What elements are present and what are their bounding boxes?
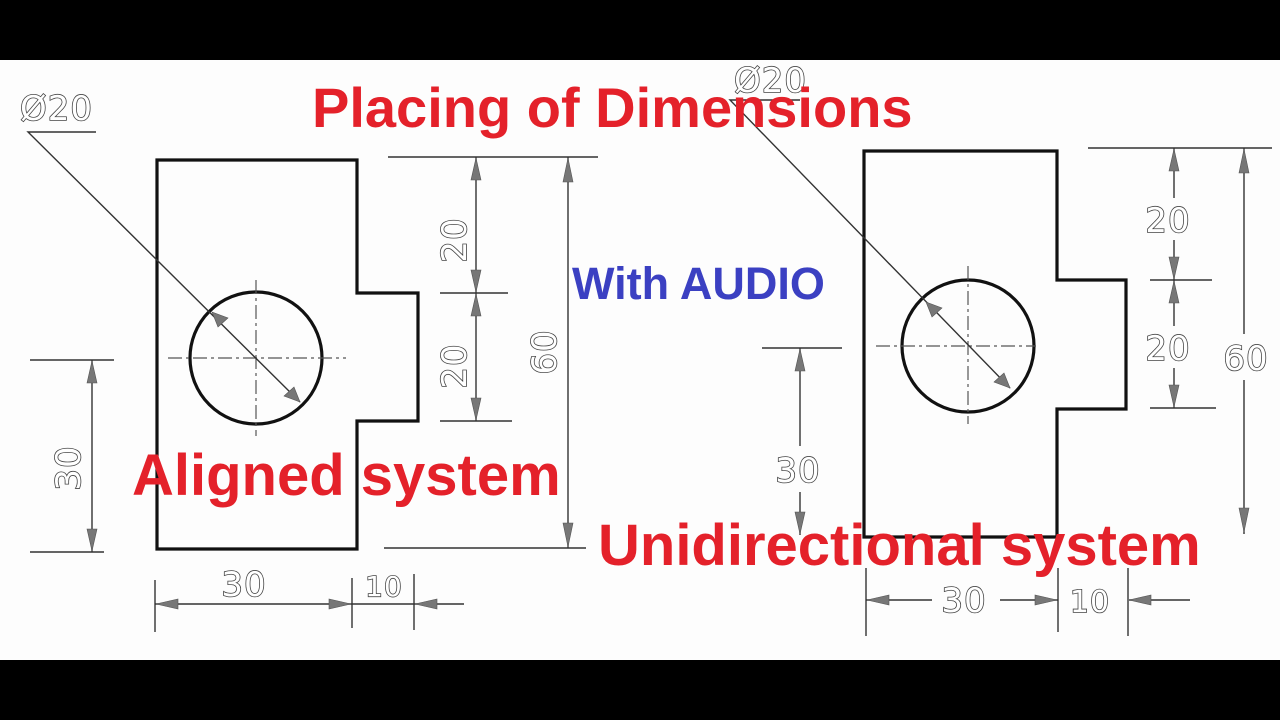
aligned-dim-bottom-10: 10 [365, 570, 403, 603]
unidirectional-drawing: Ø20 20 20 60 30 [728, 60, 1272, 636]
aligned-diameter-arrow-inner [211, 311, 229, 328]
unidirectional-dim-bottom-30: 30 [941, 581, 986, 621]
arrowhead [1128, 594, 1152, 606]
aligned-diameter-label: Ø20 [20, 89, 93, 129]
aligned-part-outline [155, 158, 420, 551]
arrowhead [562, 522, 574, 548]
unidirectional-dim-lower-20: 20 [1145, 329, 1190, 369]
aligned-system-caption: Aligned system [132, 443, 561, 508]
unidirectional-dim-overall-60: 60 [1223, 339, 1268, 379]
aligned-dim-overall-60: 60 [525, 329, 565, 374]
unidirectional-dim-upper-20: 20 [1145, 201, 1190, 241]
arrowhead [470, 269, 482, 293]
aligned-dim-lower-20: 20 [435, 343, 475, 388]
arrowhead [470, 293, 482, 317]
arrowhead [1238, 148, 1250, 174]
unidirectional-diameter-arrow [993, 372, 1011, 389]
arrowhead [866, 594, 890, 606]
arrowhead [1168, 148, 1180, 172]
unidirectional-diameter-leader [728, 99, 1011, 389]
aligned-diameter-leader [26, 131, 301, 403]
aligned-dim-left-30: 30 [49, 445, 89, 490]
aligned-dim-upper-20: 20 [435, 217, 475, 262]
unidirectional-dim-left-30: 30 [775, 451, 820, 491]
unidirectional-diameter-label: Ø20 [734, 61, 807, 101]
unidirectional-diameter-arrow-inner [925, 301, 943, 318]
arrowhead [1168, 280, 1180, 304]
aligned-diameter-arrow [283, 386, 301, 403]
arrowhead [1168, 256, 1180, 280]
aligned-dim-bottom-30: 30 [221, 565, 266, 605]
audio-label: With AUDIO [572, 258, 825, 309]
arrowhead [470, 397, 482, 421]
arrowhead [470, 157, 482, 181]
aligned-drawing: Ø20 20 20 60 30 30 [19, 88, 598, 632]
arrowhead [414, 598, 438, 610]
unidirectional-dim-bottom-10: 10 [1070, 585, 1110, 620]
arrowhead [794, 511, 806, 535]
arrowhead [1034, 594, 1058, 606]
arrowhead [794, 348, 806, 372]
arrowhead [86, 360, 98, 384]
page-title: Placing of Dimensions [312, 76, 913, 139]
unidirectional-part-outline [862, 149, 1128, 539]
arrowhead [1168, 384, 1180, 408]
arrowhead [1238, 507, 1250, 533]
arrowhead [328, 598, 352, 610]
unidirectional-system-caption: Unidirectional system [598, 513, 1201, 578]
arrowhead [86, 528, 98, 552]
arrowhead [155, 598, 179, 610]
arrowhead [562, 157, 574, 183]
